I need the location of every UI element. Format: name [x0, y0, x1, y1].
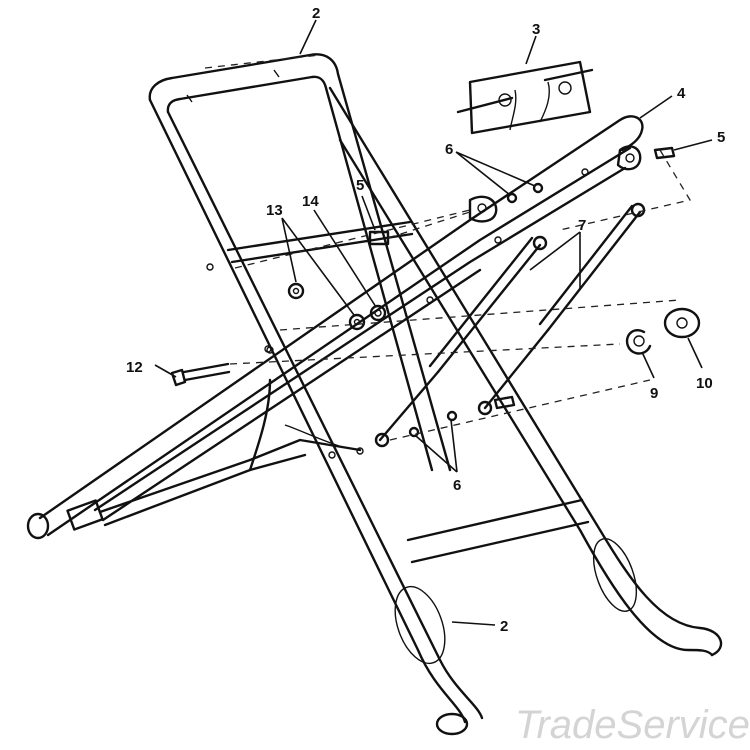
callout-7: 7	[578, 217, 586, 234]
rear-leg-frame	[328, 86, 723, 665]
hardware-parts	[170, 145, 701, 455]
callout-6-top: 6	[445, 141, 453, 158]
callout-4: 4	[677, 85, 686, 102]
part-3-bracket	[456, 60, 594, 135]
callout-3: 3	[532, 21, 540, 38]
callout-5-right: 5	[717, 129, 725, 146]
callout-labels: 2 3 4 5 6 5 13 14 7 12 9 10 6 2	[126, 5, 725, 635]
watermark: TradeService	[515, 703, 750, 747]
callout-2-bottom: 2	[500, 618, 508, 635]
callout-10: 10	[696, 375, 713, 392]
part-7-gas-struts	[374, 202, 646, 448]
callout-14: 14	[302, 193, 319, 210]
assembly-dashed-lines	[204, 54, 692, 441]
callout-12: 12	[126, 359, 143, 376]
callout-5-mid: 5	[356, 177, 364, 194]
callout-6-bottom: 6	[453, 477, 461, 494]
part-2-front-frame	[148, 53, 484, 736]
leader-lines	[154, 19, 713, 626]
callout-13: 13	[266, 202, 283, 219]
callout-2-top: 2	[312, 5, 320, 22]
callout-9: 9	[650, 385, 658, 402]
